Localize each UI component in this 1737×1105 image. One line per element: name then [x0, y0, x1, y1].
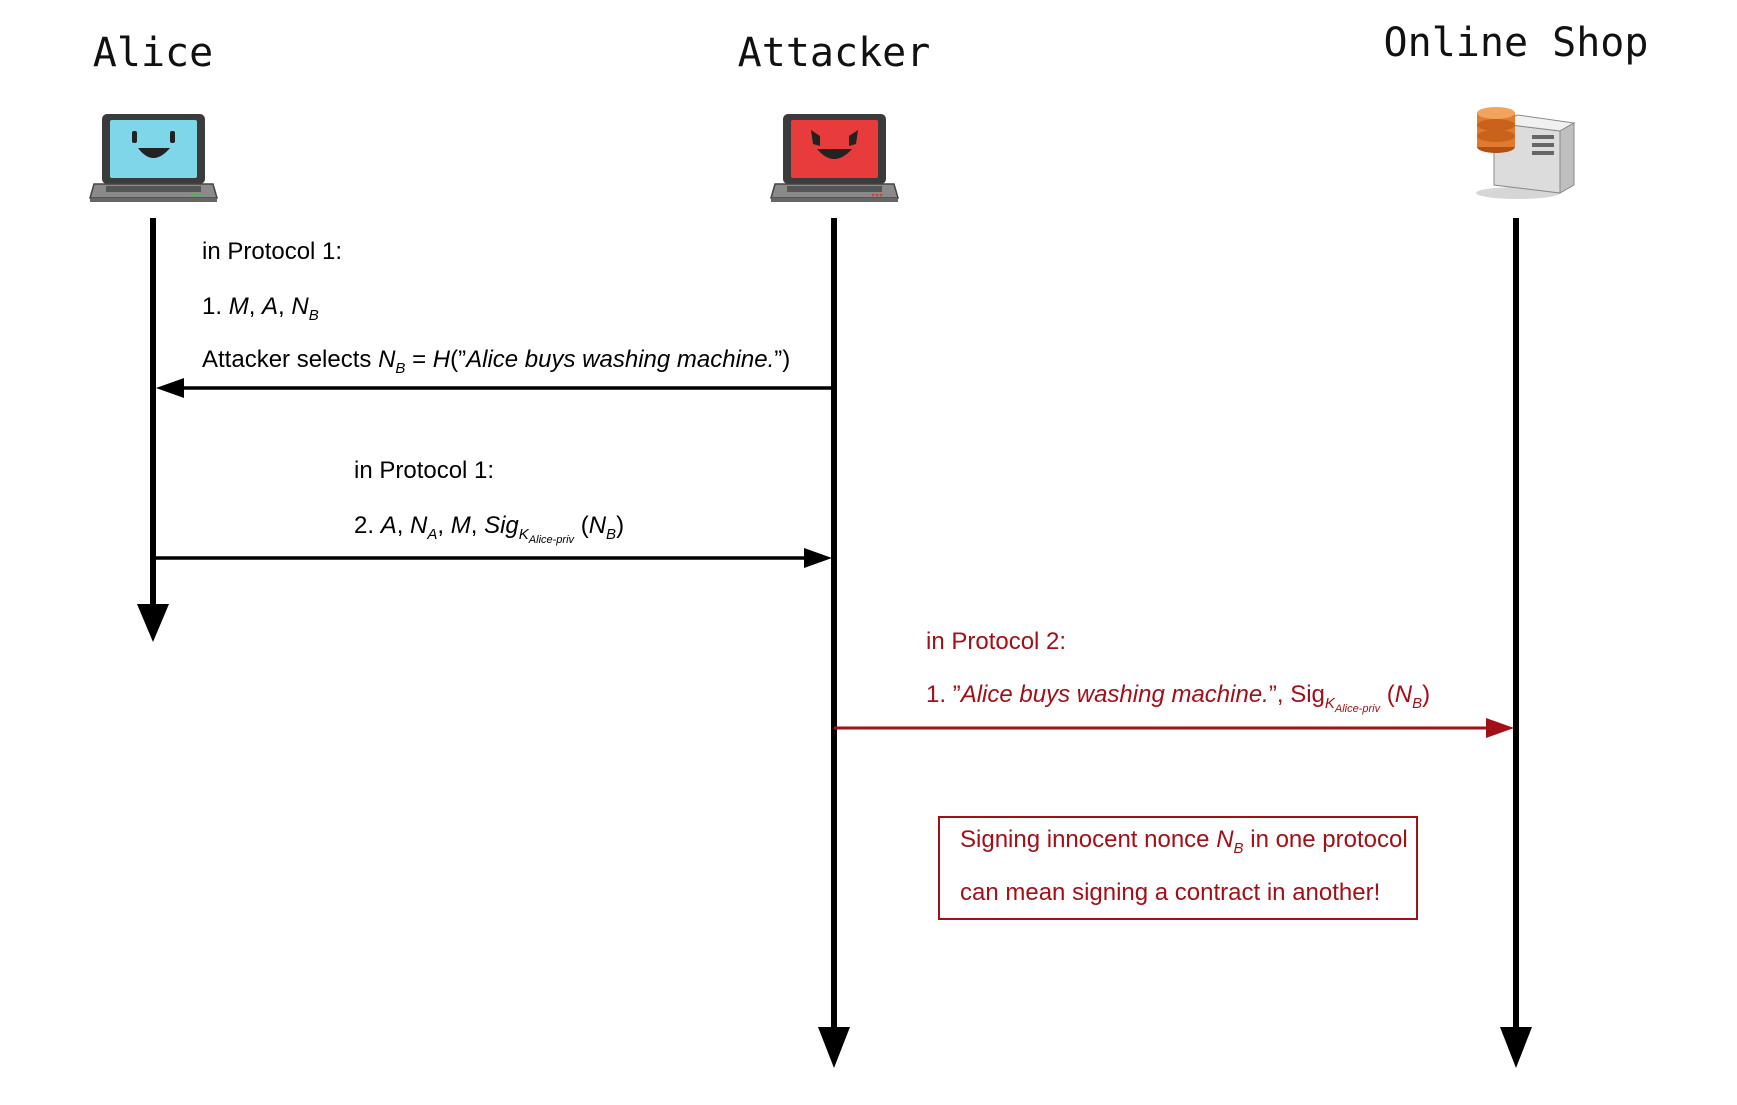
message-2-field-na-sub: A: [427, 526, 438, 543]
message-arrow-2-head: [804, 548, 832, 568]
message-1-detail: Attacker selects NB = H(”Alice buys wash…: [202, 346, 791, 377]
message-1-detail-n: N: [378, 346, 396, 373]
message-1-detail-close: ”): [774, 346, 791, 373]
message-1-detail-prefix: Attacker selects: [202, 346, 379, 373]
message-3-arg-close: ): [1422, 681, 1431, 708]
participant-name-alice: Alice: [92, 30, 214, 76]
lifeline-attacker-arrowhead: [818, 1027, 850, 1068]
message-2-arg-close: ): [616, 512, 625, 539]
message-2-field-a: A: [380, 512, 397, 539]
message-1-field-a: A: [262, 293, 279, 320]
note-line-1: Signing innocent nonce NB in one protoco…: [960, 826, 1408, 857]
message-1-detail-open: (”: [450, 346, 467, 373]
alice-laptop-icon: [89, 114, 218, 202]
message-3-sig-k-sub: Alice-priv: [1334, 703, 1381, 715]
note-line-1-suffix: in one protocol: [1243, 826, 1408, 853]
message-arrow-1-head: [156, 378, 184, 398]
message-3-fields: 1. ”Alice buys washing machine.”, SigKAl…: [926, 683, 1430, 715]
message-1-detail-n-sub: B: [395, 360, 406, 377]
message-1-field-n: N: [291, 293, 309, 320]
message-2-sig: Sig: [484, 512, 519, 539]
message-2-fields: 2. A, NA, M, SigKAlice-priv (NB): [354, 512, 625, 546]
message-1-detail-quote: Alice buys washing machine.: [466, 346, 775, 373]
message-3-quote: Alice buys washing machine.: [960, 681, 1269, 708]
message-3-arg-sub: B: [1412, 695, 1423, 712]
participant-name-shop: Online Shop: [1383, 20, 1649, 66]
note-line-1-prefix: Signing innocent nonce: [960, 826, 1217, 853]
message-2-arg: N: [588, 512, 607, 539]
note-line-2: can mean signing a contract in another!: [960, 879, 1381, 906]
message-3-step: 1.: [926, 681, 947, 708]
lifeline-shop-arrowhead: [1500, 1027, 1532, 1068]
message-3-arg: N: [1394, 681, 1413, 708]
message-1-heading: in Protocol 1:: [202, 238, 343, 265]
message-3-quote-close: ”,: [1268, 681, 1284, 708]
message-3-heading: in Protocol 2:: [926, 628, 1067, 655]
server-database-icon: [1476, 107, 1576, 199]
message-1-field-n-sub: B: [308, 307, 319, 324]
message-2-sig-k: K: [518, 526, 529, 543]
message-2-step: 2.: [354, 512, 375, 539]
message-arrow-3-head: [1486, 718, 1514, 738]
message-1-field-m: M: [228, 293, 249, 320]
message-2-arg-open: (: [580, 512, 589, 539]
message-3-quote-open: ”: [952, 681, 961, 708]
message-2-heading: in Protocol 1:: [354, 457, 495, 484]
message-1-step: 1.: [202, 293, 223, 320]
attacker-laptop-icon: [770, 114, 899, 202]
note-line-1-n: N: [1216, 826, 1234, 853]
message-3-sig-k: K: [1324, 695, 1335, 712]
message-2-field-na: N: [410, 512, 428, 539]
message-1-detail-h: H: [432, 346, 451, 373]
message-3-sig: Sig: [1290, 681, 1325, 708]
note-line-1-n-sub: B: [1233, 840, 1244, 857]
participant-name-attacker: Attacker: [737, 30, 931, 76]
message-1-detail-eq: =: [405, 346, 433, 373]
message-3-arg-open: (: [1386, 681, 1395, 708]
lifeline-alice-arrowhead: [137, 604, 169, 642]
message-2-field-m: M: [450, 512, 471, 539]
message-1-fields: 1. M, A, NB: [202, 293, 319, 324]
message-2-arg-sub: B: [606, 526, 617, 543]
message-2-sig-k-sub: Alice-priv: [528, 534, 575, 546]
warning-note-box: [938, 816, 1418, 920]
